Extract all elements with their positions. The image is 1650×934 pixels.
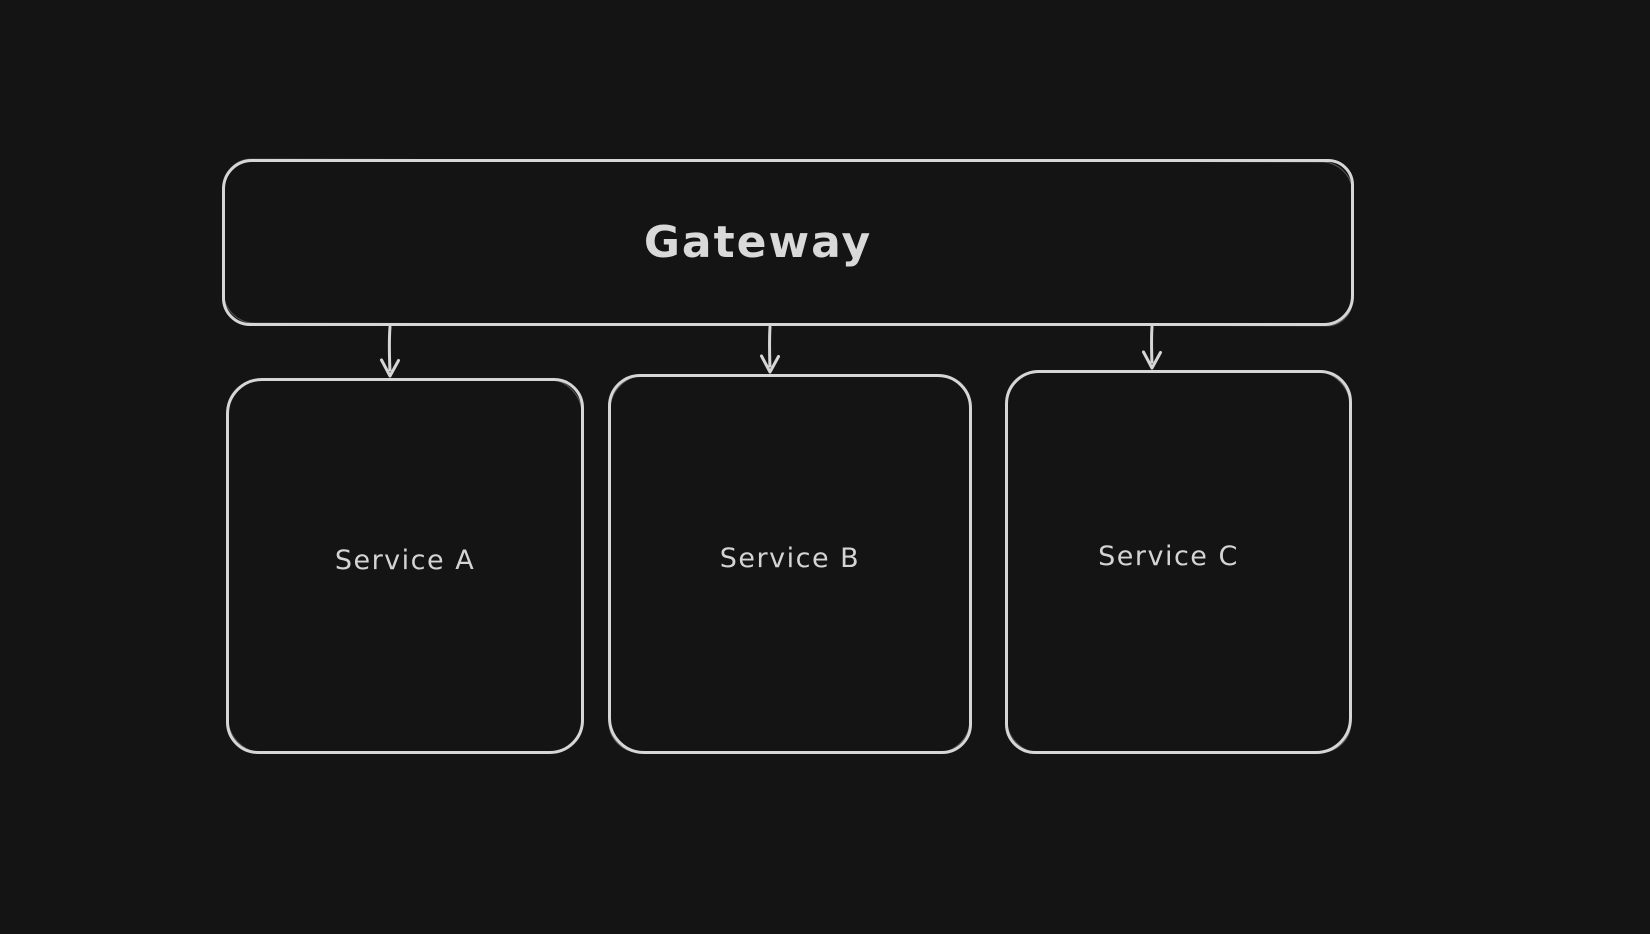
node-service-b-label: Service B — [719, 542, 861, 574]
node-service-b[interactable]: Service B — [608, 374, 972, 754]
arrow-gateway-to-service-a-icon[interactable] — [377, 325, 403, 379]
node-service-a-label: Service A — [334, 544, 476, 576]
arrow-gateway-to-service-c-icon[interactable] — [1139, 325, 1165, 371]
node-gateway-label: Gateway — [643, 217, 873, 268]
node-gateway[interactable]: Gateway — [222, 159, 1354, 326]
node-service-a[interactable]: Service A — [226, 378, 584, 754]
arrow-gateway-to-service-b-icon[interactable] — [757, 325, 783, 375]
node-service-c[interactable]: Service C — [1005, 370, 1352, 754]
node-service-c-label: Service C — [1098, 540, 1239, 572]
